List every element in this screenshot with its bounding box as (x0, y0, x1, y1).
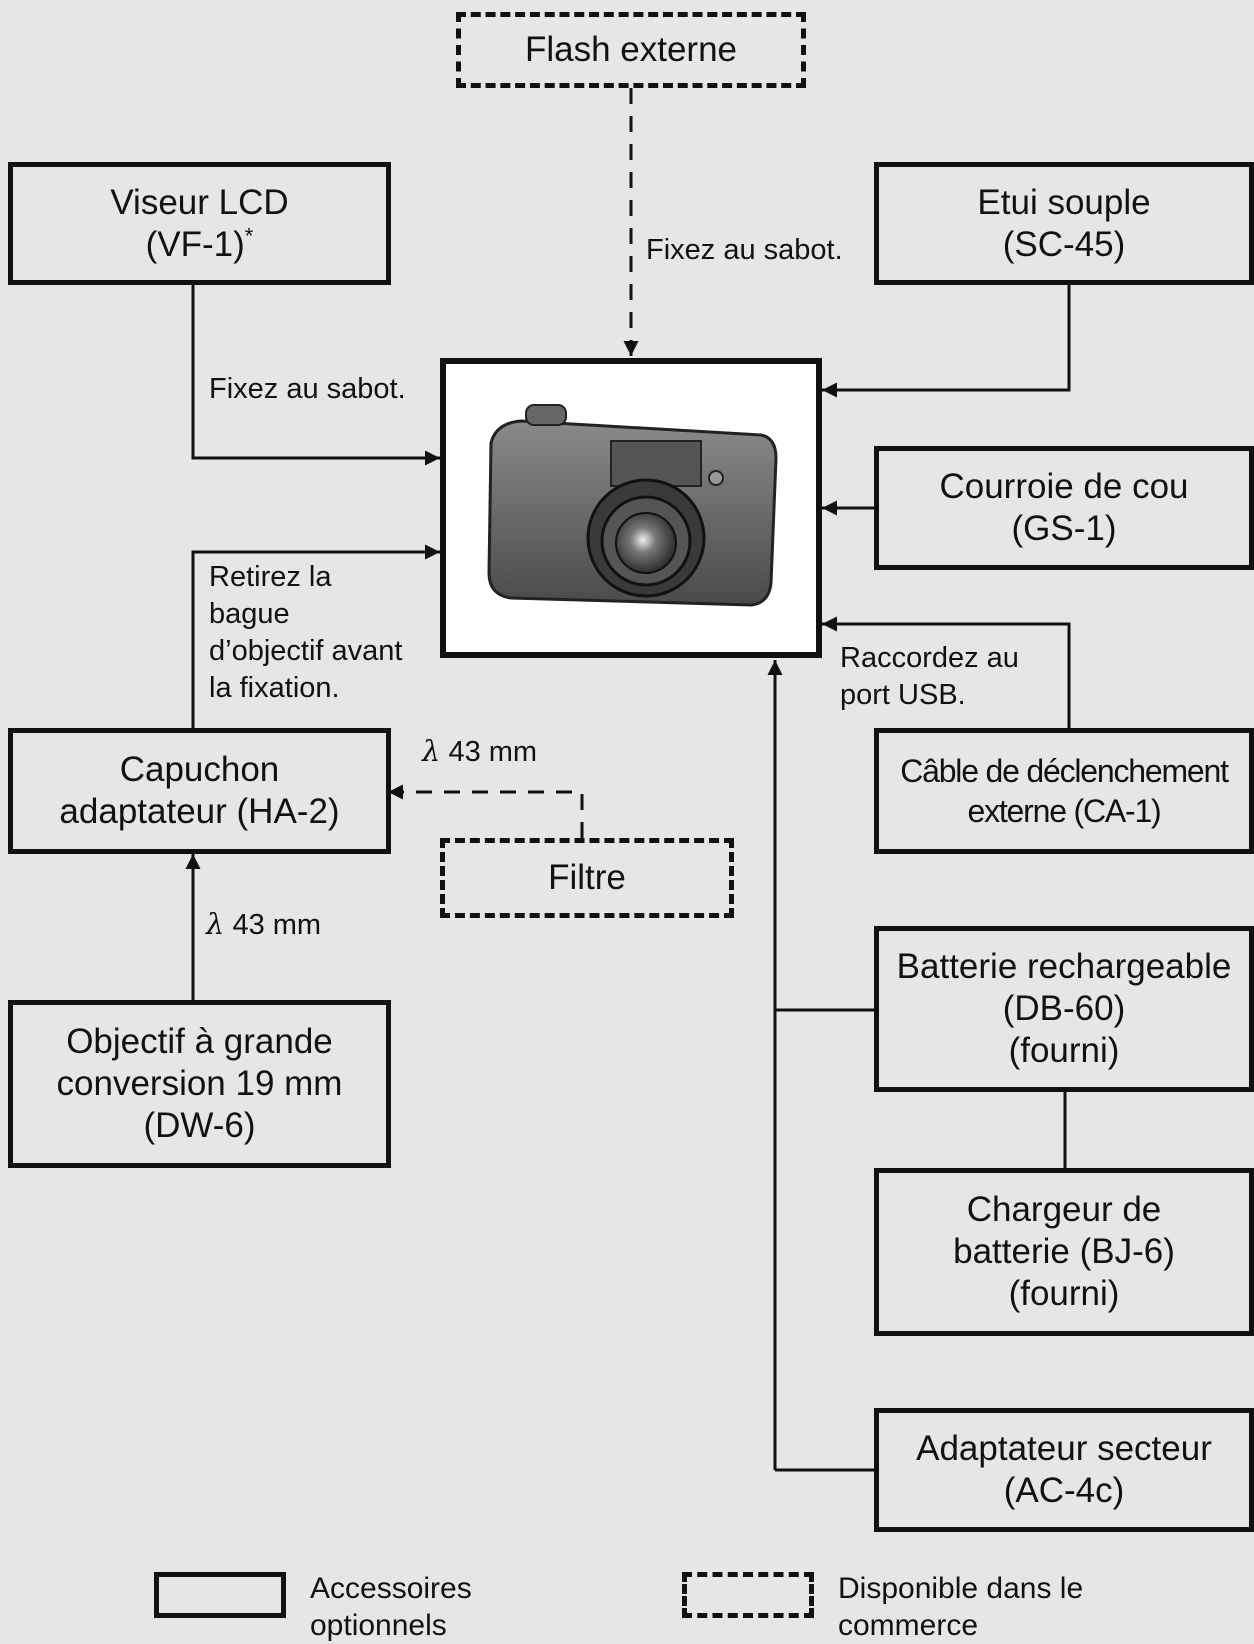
chargeur-box: Chargeur de batterie (BJ-6) (fourni) (874, 1168, 1254, 1336)
batterie-box-label: Batterie rechargeable (DB-60) (fourni) (896, 947, 1232, 1070)
adaptateur-box: Adaptateur secteur (AC-4c) (874, 1408, 1254, 1532)
chargeur-box-label: Chargeur de batterie (BJ-6) (fourni) (953, 1190, 1175, 1313)
camera-box (440, 358, 822, 658)
etui-connector (822, 285, 1071, 398)
lambda-symbol: λ (422, 734, 441, 768)
capuchon-box-label: Capuchon adaptateur (HA-2) (59, 750, 340, 831)
legend-solid-swatch (154, 1572, 286, 1618)
legend-solid-label: Accessoires optionnels (310, 1572, 472, 1642)
batterie-box: Batterie rechargeable (DB-60) (fourni) (874, 926, 1254, 1092)
objectif-box-label: Objectif à grande conversion 19 mm (DW-6… (56, 1022, 343, 1145)
lambda-symbol: λ (206, 907, 225, 941)
filtre-connector (388, 784, 584, 838)
camera-image (487, 404, 778, 607)
viseur-box: Viseur LCD (VF-1)* (8, 162, 391, 285)
courroie-box: Courroie de cou (GS-1) (874, 446, 1254, 570)
legend-dashed-label: Disponible dans le commerce (838, 1572, 1084, 1642)
flash-box-label: Flash externe (524, 30, 738, 69)
capuchon-box: Capuchon adaptateur (HA-2) (8, 728, 391, 854)
legend-dashed-swatch (682, 1572, 814, 1618)
footnote-mark: * (244, 222, 254, 248)
filtre-box: Filtre (440, 838, 734, 918)
filtre-box-label: Filtre (548, 858, 626, 897)
flash-note: Fixez au sabot. (646, 234, 843, 266)
objectif-box: Objectif à grande conversion 19 mm (DW-6… (8, 1000, 391, 1168)
capuchon-note: Retirez la bague d’objectif avant la fix… (209, 561, 403, 704)
capuchon-connector (191, 544, 440, 728)
etui-box: Etui souple (SC-45) (874, 162, 1254, 285)
usb-note: Raccordez au port USB. (840, 642, 1019, 711)
etui-box-label: Etui souple (SC-45) (977, 182, 1151, 264)
cable-box: Câble de déclenchement externe (CA-1) (874, 728, 1254, 854)
adaptateur-box-label: Adaptateur secteur (AC-4c) (916, 1429, 1212, 1510)
flash-box: Flash externe (456, 12, 806, 88)
courroie-box-label: Courroie de cou (GS-1) (939, 467, 1189, 548)
viseur-box-label: Viseur LCD (VF-1)* (110, 182, 289, 264)
viseur-connector (191, 285, 440, 466)
cable-connector (822, 616, 1071, 728)
filtre-size-label: λ 43 mm (422, 734, 538, 768)
objectif-size-label: λ 43 mm (206, 907, 322, 941)
cable-box-label: Câble de déclenchement externe (CA-1) (900, 753, 1229, 829)
viseur-note: Fixez au sabot. (209, 373, 406, 405)
